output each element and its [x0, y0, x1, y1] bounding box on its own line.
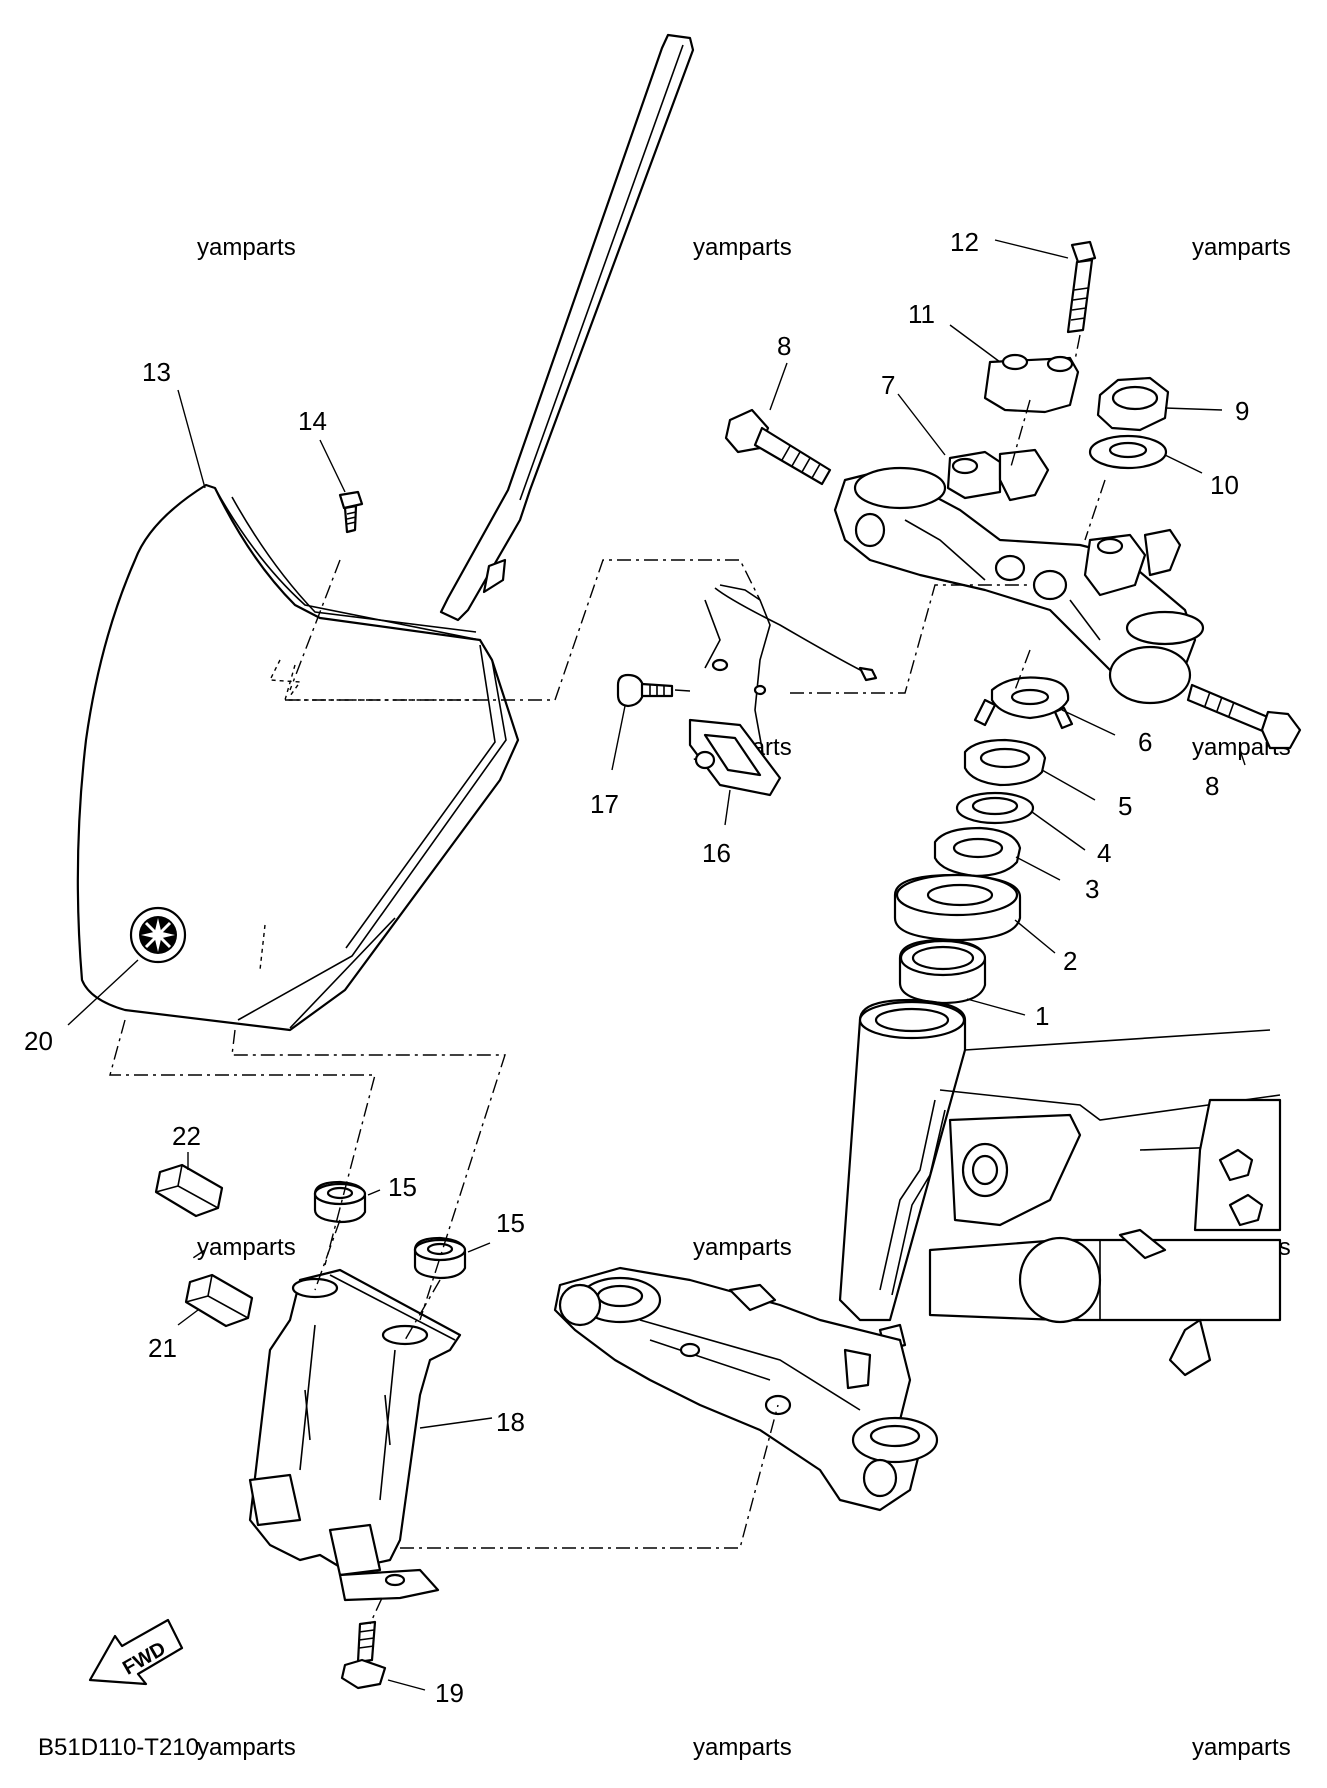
washer-4 [955, 791, 1035, 825]
watermark: yamparts [693, 234, 792, 261]
callout-16: 16 [702, 838, 731, 868]
holder-cap-11 [983, 353, 1080, 414]
callout-11: 11 [908, 299, 935, 329]
lower-bracket [553, 1266, 939, 1512]
callout-3: 3 [1085, 874, 1099, 904]
callout-7: 7 [881, 370, 895, 400]
screw-17 [616, 673, 691, 708]
steering-frame [838, 998, 1282, 1377]
callout-4: 4 [1097, 838, 1111, 868]
lock-washer-6 [973, 676, 1074, 730]
callout-labels: 1 2 3 4 5 6 7 8 8 9 10 11 12 13 14 15 15… [24, 227, 1249, 1708]
upper-bracket [833, 448, 1205, 705]
assembly-lines [109, 334, 1106, 1625]
callout-19: 19 [435, 1678, 464, 1708]
wire-stay-16 [688, 584, 878, 797]
callout-14: 14 [298, 406, 327, 436]
washer-10 [1088, 434, 1168, 470]
callout-13: 13 [142, 357, 171, 387]
bolt-8-right [1186, 683, 1302, 750]
watermark: yamparts [1192, 1734, 1291, 1761]
watermark: yamparts [693, 1734, 792, 1761]
stay-bracket-18 [248, 1268, 462, 1602]
callout-2: 2 [1063, 946, 1077, 976]
callout-8-top: 8 [777, 331, 791, 361]
bolt-8-left [724, 408, 832, 486]
nut-9 [1096, 376, 1170, 432]
screw-14 [338, 490, 364, 534]
callout-6: 6 [1138, 727, 1152, 757]
bolt-19 [340, 1620, 387, 1690]
bearing-1 [898, 938, 987, 1005]
callout-1: 1 [1035, 1001, 1049, 1031]
callout-18: 18 [496, 1407, 525, 1437]
grommet-15b [413, 1236, 467, 1280]
callout-22: 22 [172, 1121, 201, 1151]
callout-10: 10 [1210, 470, 1239, 500]
callout-5: 5 [1118, 791, 1132, 821]
grommet-15a [313, 1180, 367, 1224]
fwd-arrow-icon: FWD [88, 1618, 184, 1686]
yamaha-emblem [129, 906, 187, 964]
watermark: yamparts [197, 234, 296, 261]
number-plate [76, 33, 695, 1032]
leader-lines [67, 239, 1246, 1691]
ring-nut-3 [933, 826, 1022, 878]
watermark: yamparts [1192, 234, 1291, 261]
diagram-code: B51D110-T210 [38, 1734, 199, 1761]
callout-21: 21 [148, 1333, 177, 1363]
watermark: yamparts [693, 1234, 792, 1261]
callout-20: 20 [24, 1026, 53, 1056]
callout-17: 17 [590, 789, 619, 819]
damper-21 [184, 1273, 254, 1328]
watermark: yamparts [197, 1234, 296, 1261]
callout-8-bottom: 8 [1205, 771, 1219, 801]
ring-nut-5 [963, 738, 1047, 787]
callout-15-right: 15 [496, 1208, 525, 1238]
callout-12: 12 [950, 227, 979, 257]
callout-9: 9 [1235, 396, 1249, 426]
dust-seal-2 [893, 873, 1022, 942]
damper-22 [154, 1163, 224, 1218]
callout-15-left: 15 [388, 1172, 417, 1202]
bolt-12 [1066, 240, 1097, 334]
watermark: yamparts [197, 1734, 296, 1761]
